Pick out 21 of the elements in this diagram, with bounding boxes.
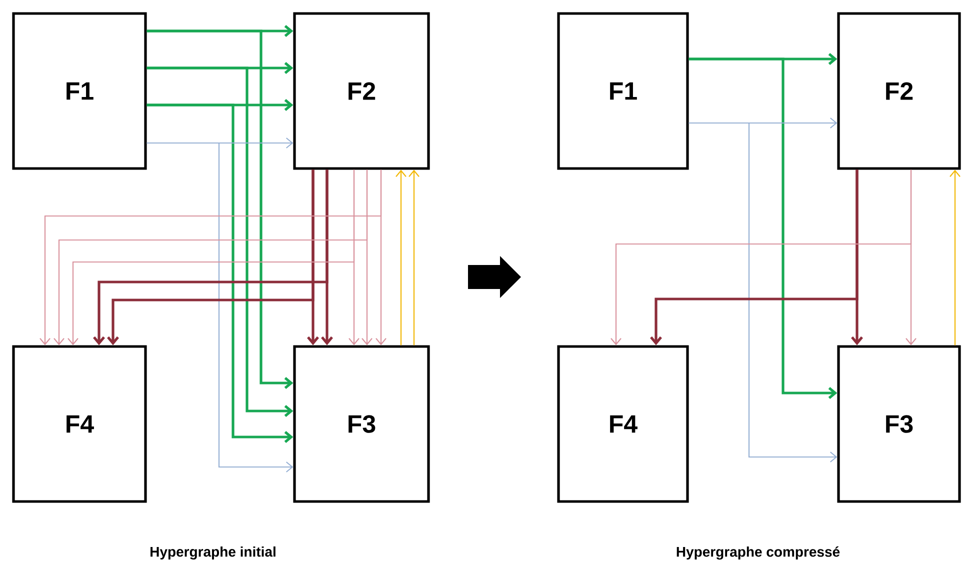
arrow [688, 58, 838, 399]
arrow [688, 122, 838, 462]
caption: Hypergraphe compressé [676, 546, 840, 560]
arrow [650, 170, 858, 346]
caption: Hypergraphe initial [150, 546, 276, 560]
function-box: F2 [837, 12, 961, 170]
function-box: F1 [12, 12, 147, 170]
function-box: F3 [837, 345, 961, 503]
function-box: F2 [293, 12, 430, 170]
arrow [950, 170, 960, 346]
function-box: F1 [557, 12, 689, 170]
arrow [146, 142, 294, 472]
arrow [146, 104, 294, 443]
arrow [408, 170, 420, 346]
function-box: F4 [557, 345, 689, 503]
function-box: F4 [12, 345, 147, 503]
arrow [146, 66, 294, 417]
arrow [396, 170, 406, 346]
function-box: F3 [293, 345, 430, 503]
arrow [610, 170, 912, 346]
arrow [146, 30, 294, 389]
